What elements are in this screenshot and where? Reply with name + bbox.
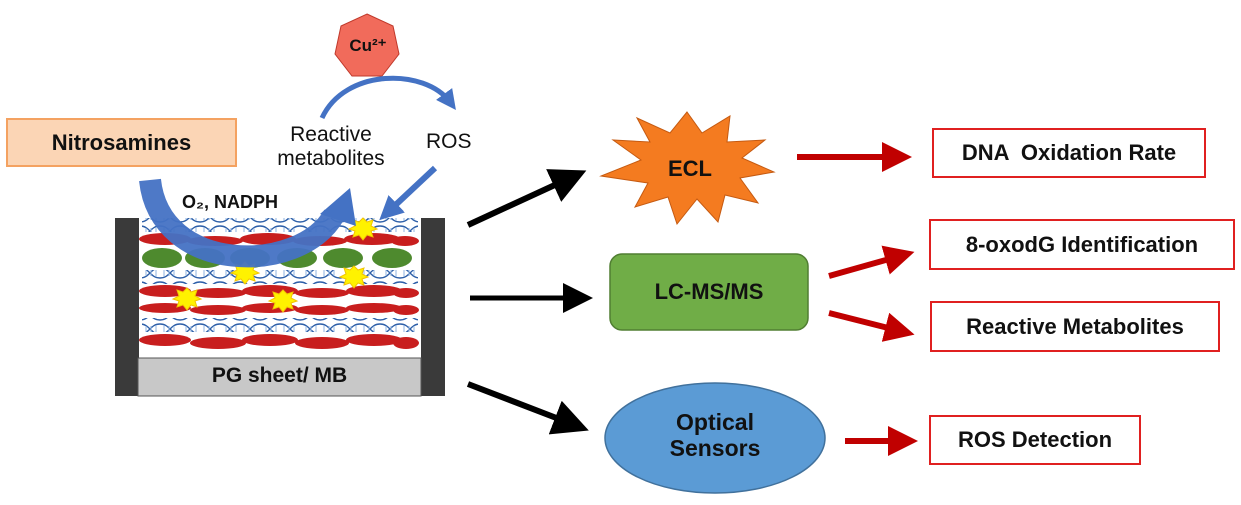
output-ros-detection: ROS Detection xyxy=(929,415,1141,465)
uptake-arrowhead xyxy=(320,188,356,226)
nitrosamines-box: Nitrosamines xyxy=(6,118,237,167)
arrow-to-ecl xyxy=(466,169,587,228)
ecl-starburst xyxy=(599,111,776,226)
electrode-base-label: PG sheet/ MB xyxy=(211,364,348,387)
cu-ion-label: Cu²⁺ xyxy=(349,36,387,55)
reactive-metabolites-text: Reactive metabolites xyxy=(277,123,385,171)
optical-label: Optical Sensors xyxy=(640,409,790,462)
lcms-label: LC-MS/MS xyxy=(654,279,764,304)
output-reactive-metabolites: Reactive Metabolites xyxy=(930,301,1220,352)
reactive-metabolites-label: Reactive metabolites xyxy=(256,123,406,171)
dna-oxidation-rate-label: DNA Oxidation Rate xyxy=(961,140,1177,165)
reactive-metabolites-output-label: Reactive Metabolites xyxy=(966,313,1184,339)
arrow-to-optical xyxy=(466,381,589,435)
oxodg-identification-label: 8-oxodG Identification xyxy=(965,231,1199,257)
electrode-right-bar xyxy=(421,218,445,396)
electrode-left-bar xyxy=(115,218,139,396)
nitrosamines-label: Nitrosamines xyxy=(51,129,192,155)
electrode-base xyxy=(137,357,422,397)
ros-detection-label: ROS Detection xyxy=(957,427,1113,452)
cu-ion-heptagon xyxy=(334,13,400,77)
ros-label: ROS xyxy=(426,130,472,153)
ecl-label: ECL xyxy=(668,156,712,181)
nitrosamine-uptake-arrow xyxy=(139,178,344,268)
optical-ellipse xyxy=(604,382,826,494)
arrow-to-reactive-metabolites xyxy=(828,310,915,342)
metabolite-to-ros-arrow xyxy=(319,75,456,120)
ros-to-film-arrow xyxy=(379,165,438,221)
enzyme-layer xyxy=(139,334,419,349)
optical-text: Optical Sensors xyxy=(669,409,761,462)
arrow-to-8oxodg xyxy=(828,245,915,279)
output-dna-oxidation-rate: DNA Oxidation Rate xyxy=(932,128,1206,178)
ros-burst xyxy=(171,217,379,313)
lcms-box xyxy=(609,253,809,331)
output-8oxodg-identification: 8-oxodG Identification xyxy=(929,219,1235,270)
dna-layer xyxy=(142,270,418,284)
cofactors-label: O₂, NADPH xyxy=(182,192,279,212)
dna-layer xyxy=(142,318,418,332)
